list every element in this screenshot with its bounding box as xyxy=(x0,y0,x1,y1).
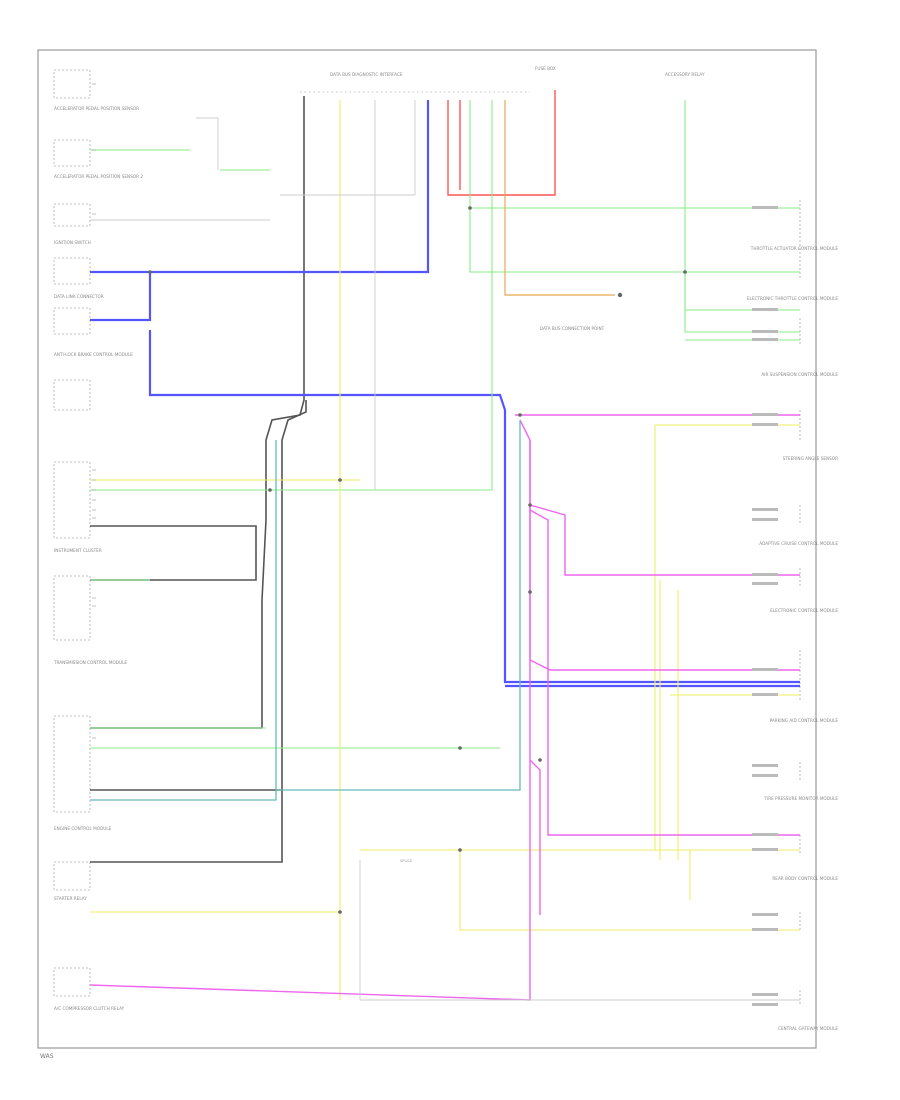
component-box-c7 xyxy=(53,575,91,641)
label-c8: ENGINE CONTROL MODULE xyxy=(54,826,112,831)
splice-note: SPLICE xyxy=(400,859,413,863)
label-c7: TRANSMISSION CONTROL MODULE xyxy=(53,660,127,665)
pin-marks xyxy=(92,83,96,739)
label-r10: CENTRAL GATEWAY MODULE xyxy=(778,1026,838,1031)
component-box-c4 xyxy=(53,257,91,285)
label-t2: FUSE BOX xyxy=(535,66,556,71)
label-t1: DATA BUS DIAGNOSTIC INTERFACE xyxy=(330,72,403,77)
component-box-c6 xyxy=(53,461,91,539)
label-c9: STARTER RELAY xyxy=(54,896,87,901)
label-r2: ELECTRONIC THROTTLE CONTROL MODULE xyxy=(747,296,839,301)
label-r1: THROTTLE ACTUATOR CONTROL MODULE xyxy=(750,246,839,251)
label-t3: ACCESSORY RELAY xyxy=(665,72,705,77)
wires-red xyxy=(447,90,556,196)
label-c3: IGNITION SWITCH xyxy=(54,240,91,245)
label-c6: INSTRUMENT CLUSTER xyxy=(54,548,102,553)
top-labels: DATA BUS DIAGNOSTIC INTERFACE FUSE BOX A… xyxy=(330,66,705,77)
wires-gray xyxy=(90,100,800,1001)
wires-black xyxy=(90,96,307,863)
wires-green xyxy=(90,100,800,749)
wires-yellow xyxy=(90,100,800,1000)
label-r8: TIRE PRESSURE MONITOR MODULE xyxy=(763,796,838,801)
component-box-c8 xyxy=(53,715,91,813)
right-wire-labels xyxy=(752,206,778,1006)
left-labels: ACCELERATOR PEDAL POSITION SENSOR ACCELE… xyxy=(53,106,143,1011)
label-c1: ACCELERATOR PEDAL POSITION SENSOR xyxy=(54,106,139,111)
center-note: DATA BUS CONNECTION POINT xyxy=(540,326,605,331)
label-r5: ADAPTIVE CRUISE CONTROL MODULE xyxy=(759,541,838,546)
wires-orange xyxy=(504,100,615,296)
component-box-c1 xyxy=(53,69,91,99)
left-component-boxes xyxy=(53,69,91,997)
diagram-frame xyxy=(37,49,817,1049)
label-r9: REAR BODY CONTROL MODULE xyxy=(772,876,838,881)
label-c4: DATA LINK CONNECTOR xyxy=(54,294,104,299)
component-box-c5b xyxy=(53,379,91,411)
splice-points xyxy=(148,206,687,914)
wires-teal xyxy=(90,420,521,801)
component-box-c10 xyxy=(53,967,91,997)
label-c10: A/C COMPRESSOR CLUTCH RELAY xyxy=(54,1006,125,1011)
label-r4: STEERING ANGLE SENSOR xyxy=(783,456,838,461)
label-r6: ELECTRONIC CONTROL MODULE xyxy=(770,608,838,613)
wires-blue xyxy=(90,100,800,688)
component-box-c5 xyxy=(53,307,91,335)
right-labels: THROTTLE ACTUATOR CONTROL MODULE ELECTRO… xyxy=(747,246,839,1031)
label-c2: ACCELERATOR PEDAL POSITION SENSOR 2 xyxy=(54,174,143,179)
label-r7: PARKING AID CONTROL MODULE xyxy=(770,718,839,723)
footer-code: WAS xyxy=(40,1053,54,1060)
label-r3: AIR SUSPENSION CONTROL MODULE xyxy=(761,372,838,377)
label-c5: ANTI-LOCK BRAKE CONTROL MODULE xyxy=(54,352,133,357)
component-box-c3 xyxy=(53,203,91,227)
component-box-c9 xyxy=(53,861,91,891)
component-box-c2 xyxy=(53,139,91,167)
